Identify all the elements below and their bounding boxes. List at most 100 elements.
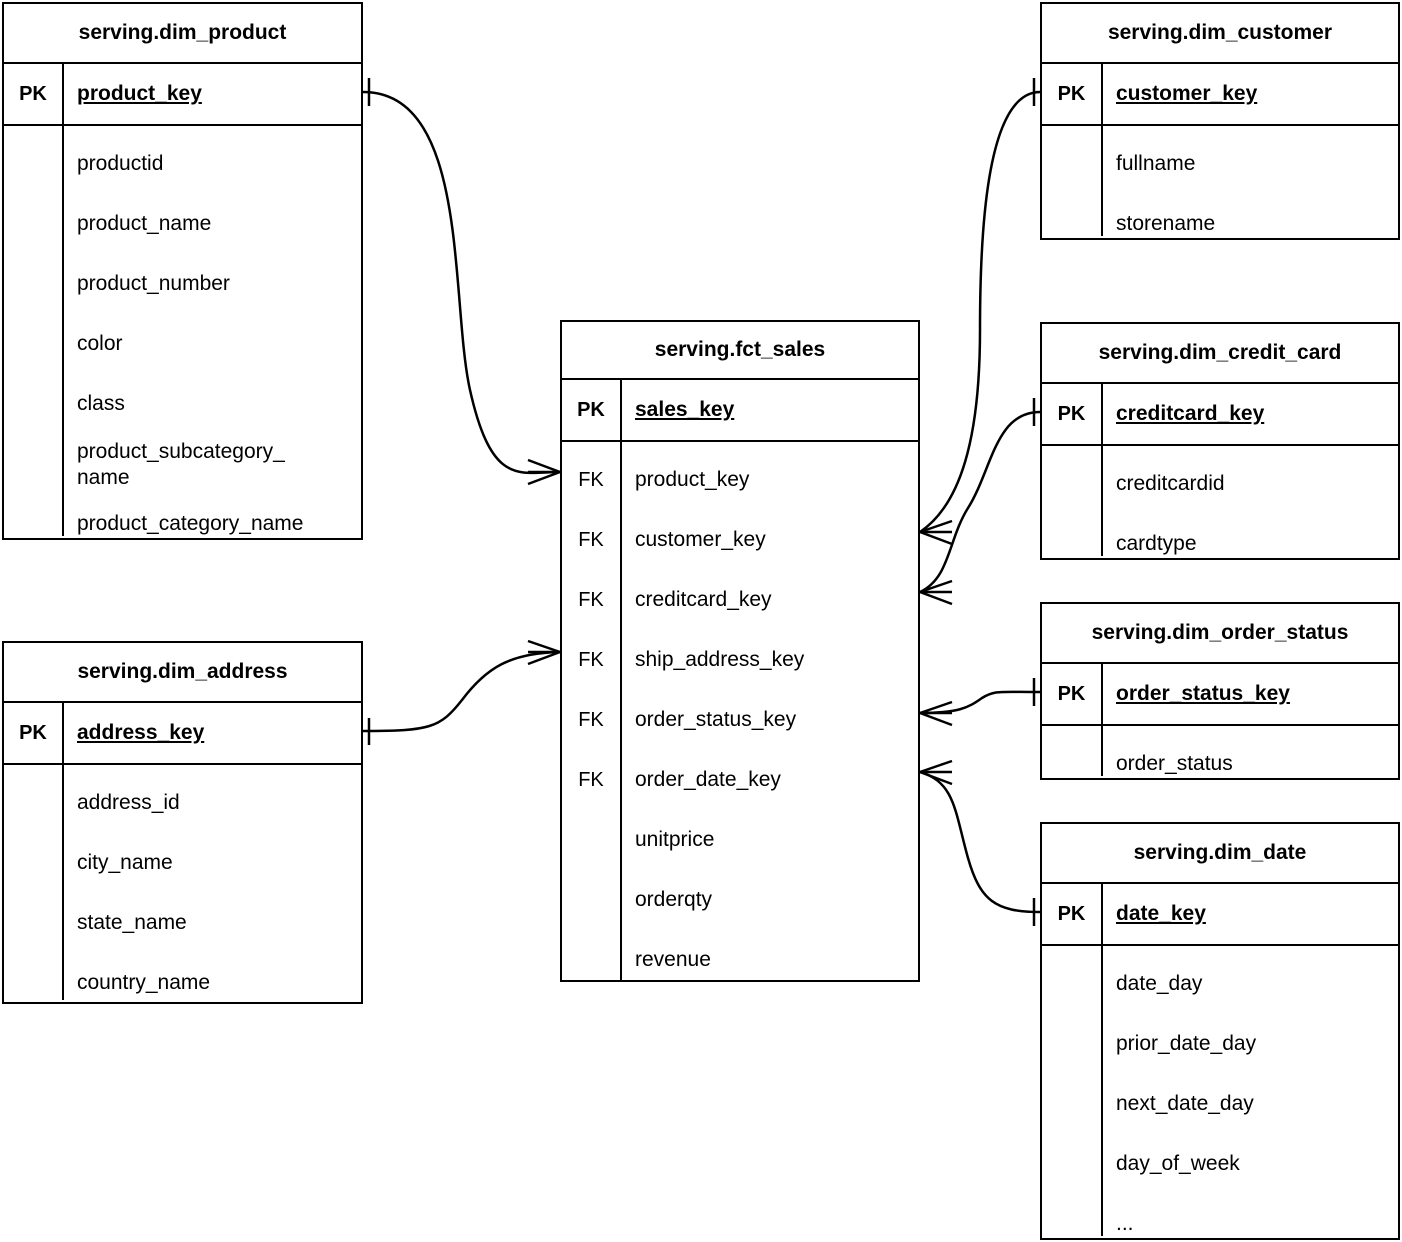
attr-item: unitprice xyxy=(635,828,715,851)
pk-field-label: sales_key xyxy=(635,398,735,421)
attr-item: city_name xyxy=(77,851,173,874)
pk-field-dim-credit-card: creditcard_key xyxy=(1103,384,1398,444)
attr-item: product_category_name xyxy=(77,512,304,535)
fk-badge-column-fct-sales: FK FK FK FK FK FK xyxy=(562,442,622,980)
pk-field-fct-sales: sales_key xyxy=(622,380,918,440)
attr-item: product_number xyxy=(77,272,230,295)
relationship-line-date xyxy=(919,759,1041,926)
pk-field-label: order_status_key xyxy=(1116,682,1290,705)
attr-list-dim-customer: fullname storename xyxy=(1103,126,1398,236)
attr-item: product_key xyxy=(635,468,750,491)
attr-item: ... xyxy=(1116,1212,1134,1235)
relationship-line-product xyxy=(362,78,561,486)
attr-item: prior_date_day xyxy=(1116,1032,1257,1055)
relationship-line-address xyxy=(362,639,561,745)
pk-field-dim-order-status: order_status_key xyxy=(1103,664,1398,724)
attr-item: storename xyxy=(1116,212,1216,235)
pk-row-dim-product: PK product_key xyxy=(4,64,361,126)
entity-dim-order-status[interactable]: serving.dim_order_status PK order_status… xyxy=(1040,602,1400,780)
entity-dim-address[interactable]: serving.dim_address PK address_key addre… xyxy=(2,641,363,1004)
attr-item: product_name xyxy=(77,212,212,235)
entity-dim-customer[interactable]: serving.dim_customer PK customer_key ful… xyxy=(1040,2,1400,240)
attr-list-dim-credit-card: creditcardid cardtype xyxy=(1103,446,1398,556)
pk-row-dim-order-status: PK order_status_key xyxy=(1042,664,1398,726)
relationship-line-credit-card xyxy=(919,398,1041,606)
attr-list-dim-date: date_day prior_date_day next_date_day da… xyxy=(1103,946,1398,1236)
pk-row-dim-customer: PK customer_key xyxy=(1042,64,1398,126)
pk-field-dim-customer: customer_key xyxy=(1103,64,1398,124)
keycol-spacer-dim-product xyxy=(4,126,64,536)
attr-item: date_day xyxy=(1116,972,1203,995)
crowsfoot-order-status xyxy=(919,700,953,727)
attr-item: class xyxy=(77,392,125,415)
attr-item: ship_address_key xyxy=(635,648,805,671)
entity-title-dim-order-status: serving.dim_order_status xyxy=(1042,604,1398,664)
entity-dim-date[interactable]: serving.dim_date PK date_key date_day pr… xyxy=(1040,822,1400,1240)
entity-dim-credit-card[interactable]: serving.dim_credit_card PK creditcard_ke… xyxy=(1040,322,1400,560)
attr-item: order_status_key xyxy=(635,708,797,731)
pk-field-label: creditcard_key xyxy=(1116,402,1265,425)
fk-badge: FK xyxy=(578,589,604,611)
attr-item: fullname xyxy=(1116,152,1196,175)
attributes-dim-customer: fullname storename xyxy=(1042,126,1398,236)
entity-title-fct-sales: serving.fct_sales xyxy=(562,322,918,380)
attr-item: order_status xyxy=(1116,752,1233,775)
relationship-line-order-status xyxy=(919,678,1041,727)
entity-dim-product[interactable]: serving.dim_product PK product_key produ… xyxy=(2,2,363,540)
attributes-fct-sales: FK FK FK FK FK FK product_key customer_k… xyxy=(562,442,918,980)
pk-row-dim-address: PK address_key xyxy=(4,703,361,765)
attr-list-dim-product: productid product_name product_number co… xyxy=(64,126,361,536)
pk-badge-dim-order-status: PK xyxy=(1042,664,1103,724)
pk-badge-dim-address: PK xyxy=(4,703,64,763)
attr-list-dim-order-status: order_status xyxy=(1103,726,1398,776)
entity-title-dim-product: serving.dim_product xyxy=(4,4,361,64)
attributes-dim-product: productid product_name product_number co… xyxy=(4,126,361,536)
attr-item: order_date_key xyxy=(635,768,781,791)
crowsfoot-credit-card xyxy=(919,579,953,606)
pk-badge-dim-date: PK xyxy=(1042,884,1103,944)
attr-item: creditcardid xyxy=(1116,472,1225,495)
keycol-spacer-dim-credit-card xyxy=(1042,446,1103,556)
pk-row-dim-credit-card: PK creditcard_key xyxy=(1042,384,1398,446)
attr-list-fct-sales: product_key customer_key creditcard_key … xyxy=(622,442,918,980)
attr-item: state_name xyxy=(77,911,187,934)
pk-badge-fct-sales: PK xyxy=(562,380,622,440)
entity-fct-sales[interactable]: serving.fct_sales PK sales_key FK FK FK … xyxy=(560,320,920,982)
crowsfoot-customer xyxy=(919,519,953,546)
pk-field-label: customer_key xyxy=(1116,82,1258,105)
pk-badge-dim-product: PK xyxy=(4,64,64,124)
pk-field-label: product_key xyxy=(77,82,202,105)
attr-item: creditcard_key xyxy=(635,588,772,611)
entity-title-dim-credit-card: serving.dim_credit_card xyxy=(1042,324,1398,384)
pk-badge-dim-credit-card: PK xyxy=(1042,384,1103,444)
attr-item: day_of_week xyxy=(1116,1152,1240,1175)
attr-item: address_id xyxy=(77,791,180,814)
fk-badge: FK xyxy=(578,529,604,551)
relationship-line-customer xyxy=(919,78,1041,546)
pk-row-fct-sales: PK sales_key xyxy=(562,380,918,442)
attr-list-dim-address: address_id city_name state_name country_… xyxy=(64,765,361,1000)
fk-badge: FK xyxy=(578,469,604,491)
pk-badge-dim-customer: PK xyxy=(1042,64,1103,124)
crowsfoot-address xyxy=(527,639,561,666)
attr-item: country_name xyxy=(77,971,211,994)
attr-item: orderqty xyxy=(635,888,713,911)
keycol-spacer-dim-order-status xyxy=(1042,726,1103,776)
fk-badge: FK xyxy=(578,709,604,731)
crowsfoot-product xyxy=(527,458,561,486)
attr-item: customer_key xyxy=(635,528,766,551)
entity-title-dim-address: serving.dim_address xyxy=(4,643,361,703)
keycol-spacer-dim-address xyxy=(4,765,64,1000)
pk-field-label: address_key xyxy=(77,721,205,744)
attributes-dim-order-status: order_status xyxy=(1042,726,1398,776)
fk-badge: FK xyxy=(578,649,604,671)
pk-row-dim-date: PK date_key xyxy=(1042,884,1398,946)
attr-item: next_date_day xyxy=(1116,1092,1254,1115)
attr-item: cardtype xyxy=(1116,532,1197,555)
attributes-dim-date: date_day prior_date_day next_date_day da… xyxy=(1042,946,1398,1236)
entity-title-dim-date: serving.dim_date xyxy=(1042,824,1398,884)
attributes-dim-address: address_id city_name state_name country_… xyxy=(4,765,361,1000)
attr-item: product_subcategory_ name xyxy=(77,440,285,489)
pk-field-dim-date: date_key xyxy=(1103,884,1398,944)
